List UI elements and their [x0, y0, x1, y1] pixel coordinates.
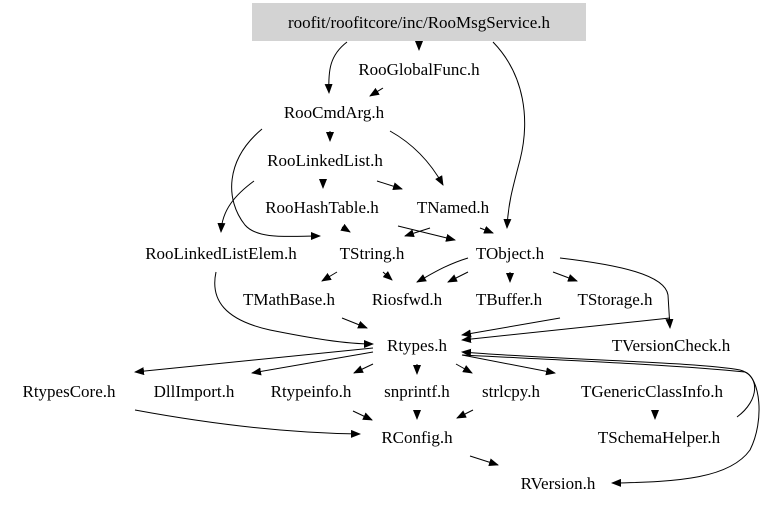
edge-rtypes-tgenericclassinfo — [461, 354, 556, 376]
edge-rtypes-rtypeinfo — [353, 363, 374, 374]
node-strlcpy[interactable]: strlcpy.h — [482, 382, 540, 401]
edge-roolinkedlistelem-rtypes — [214, 271, 374, 348]
edge-roolinkedlist-tnamed — [376, 180, 403, 191]
edge-roohashtable-tstring — [340, 223, 351, 233]
node-tbuffer[interactable]: TBuffer.h — [476, 290, 543, 309]
node-roolinkedlistelem[interactable]: RooLinkedListElem.h — [145, 244, 297, 263]
edge-tversioncheck-rtypes — [461, 317, 671, 344]
node-tschemahelper[interactable]: TSchemaHelper.h — [598, 428, 721, 447]
edge-rtypescore-rconfig — [134, 409, 361, 438]
edge-roolinkedlist-roolinkedlistelem — [217, 180, 255, 233]
node-root[interactable]: roofit/roofitcore/inc/RooMsgService.h — [288, 13, 551, 32]
node-riosfwd[interactable]: Riosfwd.h — [372, 290, 443, 309]
node-tstorage[interactable]: TStorage.h — [577, 290, 653, 309]
edge-rtypes-rversion — [461, 354, 760, 487]
node-rtypes[interactable]: Rtypes.h — [387, 336, 447, 355]
node-snprintf[interactable]: snprintf.h — [384, 382, 450, 401]
edge-tstring-tmathbase — [321, 271, 338, 282]
node-rtypescore[interactable]: RtypesCore.h — [22, 382, 116, 401]
edge-roocmdarg-tstring — [231, 128, 321, 241]
edge-tnamed-tobject — [479, 226, 494, 234]
edge-roogloblfunc-roocmdarg — [369, 87, 384, 97]
edge-tstorage-rtypes — [461, 317, 561, 338]
node-tmathbase[interactable]: TMathBase.h — [243, 290, 336, 309]
edge-rtypes-strlcpy — [455, 363, 473, 374]
edge-tmathbase-rtypes — [341, 317, 368, 329]
node-tgenericclassinfo[interactable]: TGenericClassInfo.h — [581, 382, 724, 401]
node-tnamed[interactable]: TNamed.h — [417, 198, 490, 217]
edges — [134, 41, 760, 487]
node-rtypeinfo[interactable]: Rtypeinfo.h — [271, 382, 352, 401]
node-rconfig[interactable]: RConfig.h — [381, 428, 453, 447]
node-tobject[interactable]: TObject.h — [476, 244, 545, 263]
nodes: roofit/roofitcore/inc/RooMsgService.h Ro… — [22, 3, 731, 493]
node-tstring[interactable]: TString.h — [340, 244, 405, 263]
node-roolinkedlist[interactable]: RooLinkedList.h — [267, 151, 383, 170]
node-roogloblfunc[interactable]: RooGlobalFunc.h — [358, 60, 480, 79]
edge-rconfig-rversion — [469, 455, 499, 467]
edge-tschemahelper-rtypes — [461, 348, 756, 418]
node-rversion[interactable]: RVersion.h — [521, 474, 596, 493]
edge-tobject-riosfwd — [416, 257, 469, 283]
edge-tstring-riosfwd — [382, 271, 393, 281]
edge-tobject-tversioncheck — [559, 257, 674, 329]
node-roocmdarg[interactable]: RooCmdArg.h — [284, 103, 385, 122]
edge-tobject-tstorage — [552, 271, 578, 282]
edge-roocmdarg-tnamed — [389, 130, 444, 186]
edge-rtypes-dllimport — [251, 351, 374, 376]
edge-roohashtable-tobject — [397, 225, 456, 242]
edge-tobject-riosfwd-2 — [447, 271, 469, 283]
edge-root-roocmdarg — [324, 41, 348, 94]
edge-rtypeinfo-rconfig — [352, 410, 373, 421]
node-dllimport[interactable]: DllImport.h — [154, 382, 235, 401]
edge-rtypes-rtypescore — [134, 347, 374, 376]
edge-strlcpy-rconfig — [456, 409, 474, 419]
node-tversioncheck[interactable]: TVersionCheck.h — [612, 336, 731, 355]
edge-root-tobject — [492, 41, 526, 229]
node-roohashtable[interactable]: RooHashTable.h — [265, 198, 379, 217]
edge-tnamed-tstring — [404, 227, 431, 238]
root-node-box[interactable] — [252, 3, 586, 41]
